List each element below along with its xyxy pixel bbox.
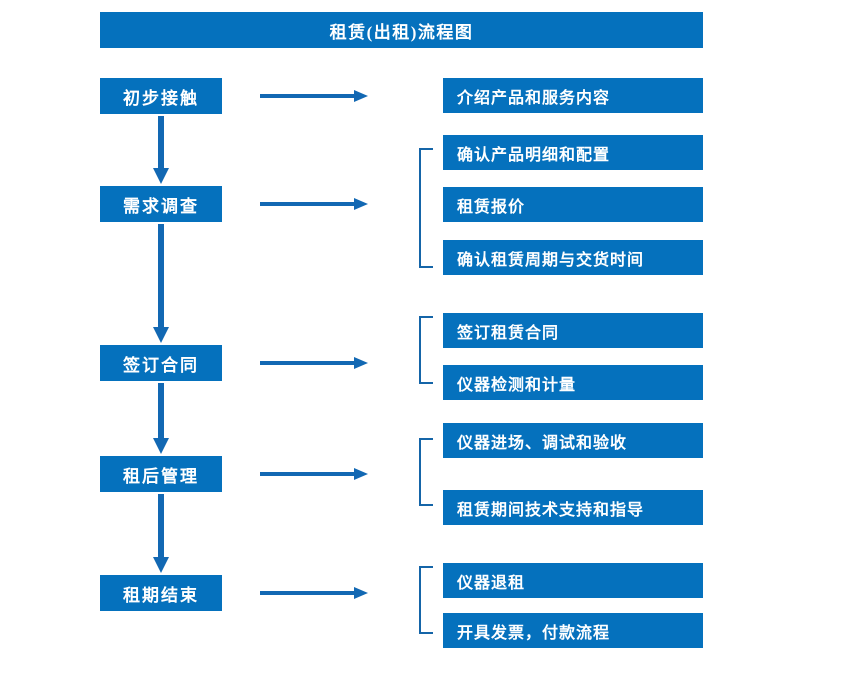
stage-box-5[interactable]: 租期结束 (100, 575, 222, 611)
stage-box-4[interactable]: 租后管理 (100, 456, 222, 492)
group-bracket-icon-2 (419, 316, 437, 384)
right-arrow-icon-3 (260, 356, 368, 370)
stage-box-3[interactable]: 签订合同 (100, 345, 222, 381)
stage-box-1[interactable]: 初步接触 (100, 78, 222, 114)
right-arrow-icon-4 (260, 467, 368, 481)
down-arrow-icon-1 (149, 116, 173, 184)
detail-box-9[interactable]: 仪器退租 (443, 563, 703, 598)
down-arrow-icon-2 (149, 224, 173, 343)
detail-box-10[interactable]: 开具发票，付款流程 (443, 613, 703, 648)
detail-box-1[interactable]: 介绍产品和服务内容 (443, 78, 703, 113)
stage-box-2[interactable]: 需求调查 (100, 186, 222, 222)
right-arrow-icon-5 (260, 586, 368, 600)
group-bracket-icon-3 (419, 438, 437, 506)
right-arrow-icon-1 (260, 89, 368, 103)
detail-box-6[interactable]: 仪器检测和计量 (443, 365, 703, 400)
chart-title: 租赁(出租)流程图 (100, 12, 703, 48)
right-arrow-icon-2 (260, 197, 368, 211)
down-arrow-icon-4 (149, 494, 173, 573)
detail-box-7[interactable]: 仪器进场、调试和验收 (443, 423, 703, 458)
detail-box-3[interactable]: 租赁报价 (443, 187, 703, 222)
detail-box-5[interactable]: 签订租赁合同 (443, 313, 703, 348)
down-arrow-icon-3 (149, 383, 173, 454)
detail-box-4[interactable]: 确认租赁周期与交货时间 (443, 240, 703, 275)
detail-box-2[interactable]: 确认产品明细和配置 (443, 135, 703, 170)
group-bracket-icon-4 (419, 566, 437, 634)
detail-box-8[interactable]: 租赁期间技术支持和指导 (443, 490, 703, 525)
group-bracket-icon-1 (419, 148, 437, 268)
